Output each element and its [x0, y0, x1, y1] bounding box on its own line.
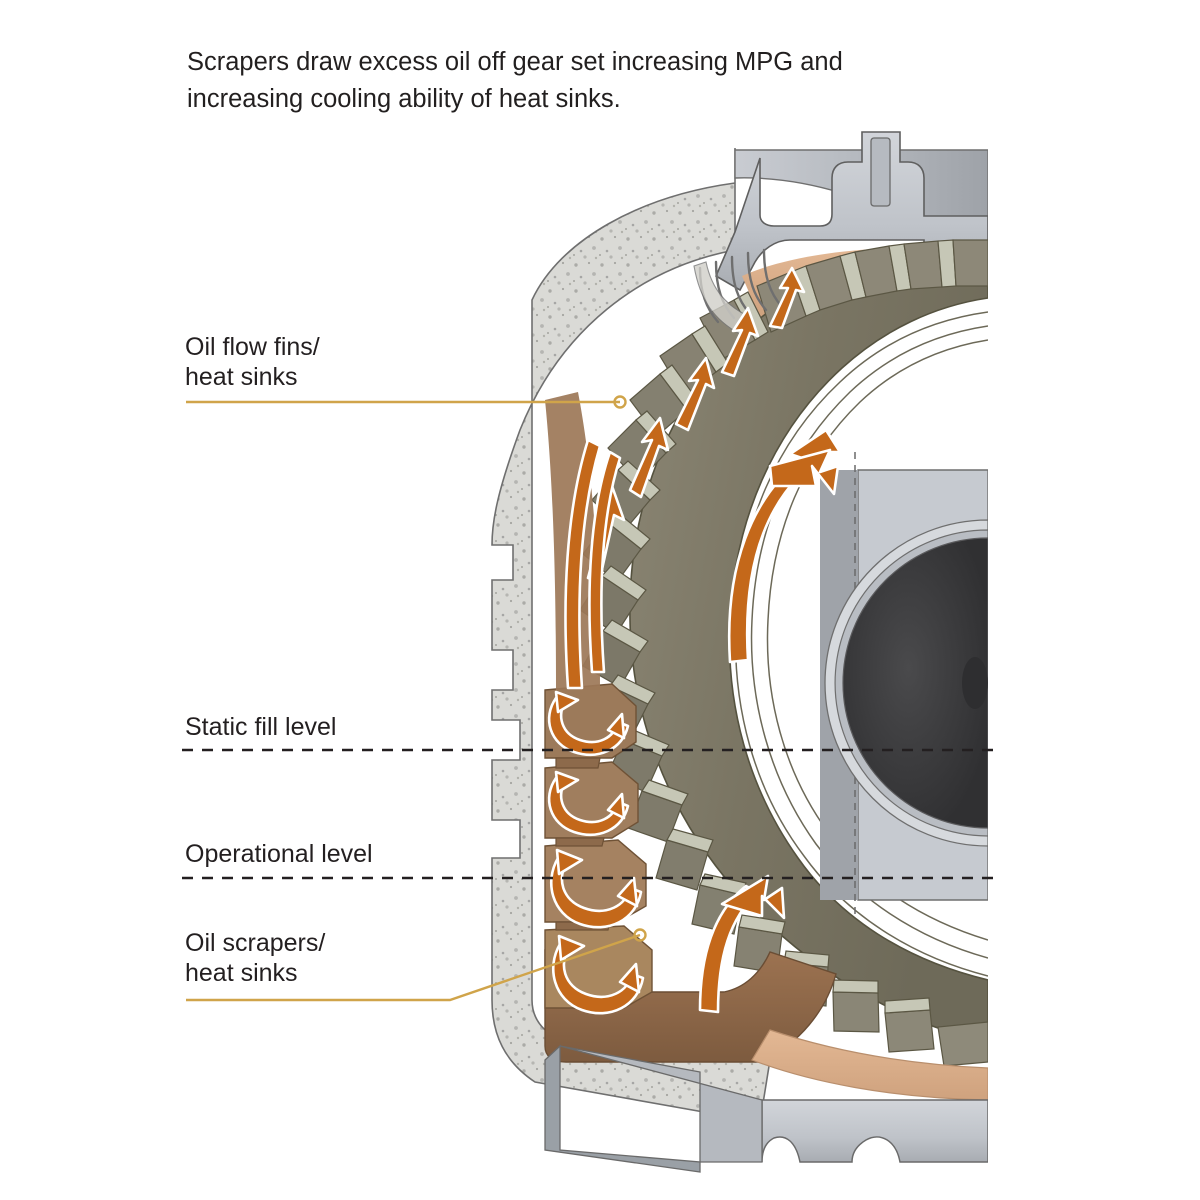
flow-arrow-small — [720, 306, 760, 378]
callout-oil-flow-fins: Oil flow fins/ heat sinks — [185, 333, 627, 409]
scraper-swirl-arrow — [547, 690, 630, 757]
callout-leader-dot — [633, 928, 647, 942]
carrier-rib — [559, 1045, 763, 1163]
flow-stream-long-2 — [588, 450, 622, 674]
cast-housing-wall — [491, 148, 771, 1123]
static-fill-level-group: Static fill level — [182, 713, 1000, 752]
callout-label-line-2: heat sinks — [185, 363, 298, 391]
callout-label-line-1: Oil scrapers/ — [185, 929, 325, 957]
static-fill-level-label: Static fill level — [185, 713, 336, 741]
scraper-swirl-arrow — [551, 934, 645, 1015]
figure-title: Scrapers draw excess oil off gear set in… — [187, 48, 843, 113]
flow-arrow-small — [628, 416, 670, 499]
bearing-bore — [824, 519, 988, 847]
callout-label-line-1: Oil flow fins/ — [185, 333, 320, 361]
title-line-1: Scrapers draw excess oil off gear set in… — [187, 48, 843, 76]
flow-stream-long — [564, 438, 602, 690]
title-line-2: increasing cooling ability of heat sinks… — [187, 85, 621, 113]
scraper-swirl-arrow — [549, 848, 643, 929]
bearing-cap-flange — [714, 131, 988, 292]
flow-arrow-small — [768, 266, 806, 330]
callout-leader-dot — [613, 395, 627, 409]
callout-label-line-2: heat sinks — [185, 959, 298, 987]
oil-flow-arrows — [547, 266, 842, 1015]
callout-oil-scrapers: Oil scrapers/ heat sinks — [185, 928, 647, 1002]
large-sweep-arrow-head — [768, 448, 840, 496]
operational-level-label: Operational level — [185, 840, 373, 868]
assembly-cutaway — [491, 131, 988, 1173]
callout-leader-line — [186, 933, 641, 1002]
scraper-swirl-arrow — [547, 770, 630, 837]
flange-bolt-hole — [870, 137, 891, 207]
operational-level-group: Operational level — [182, 840, 1000, 880]
level-indicators: Static fill level Operational level — [182, 713, 1000, 880]
carrier-foot — [761, 1099, 988, 1163]
flow-arrow-small — [674, 356, 716, 432]
large-sweep-arrow-lower-head — [720, 874, 786, 920]
